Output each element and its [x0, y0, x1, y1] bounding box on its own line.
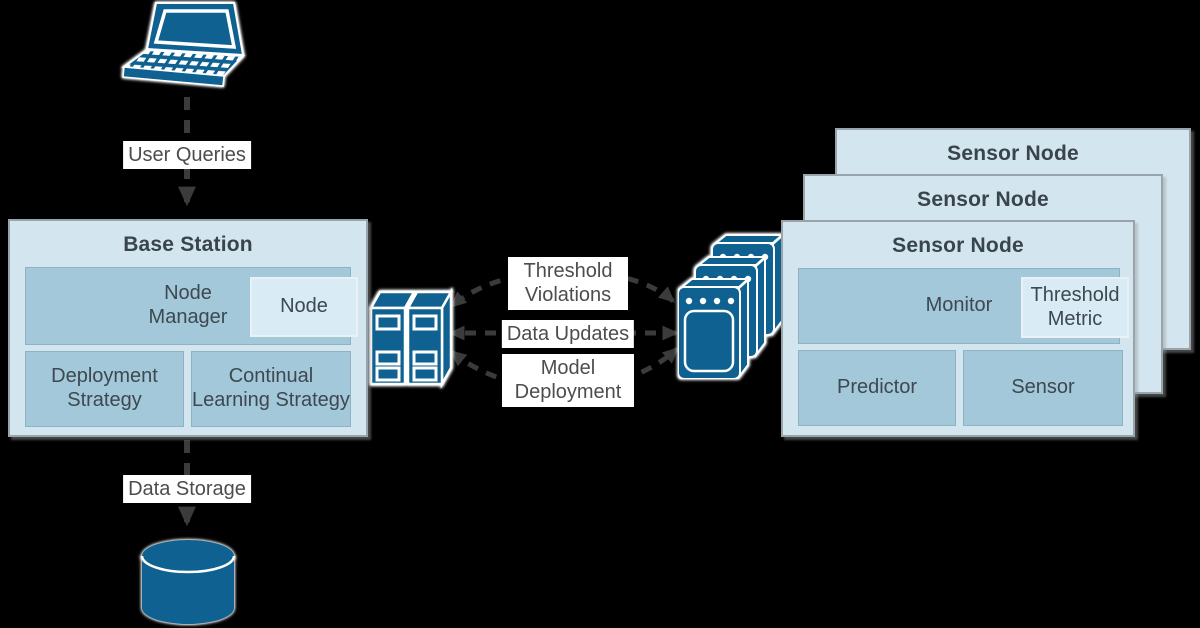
sensor-node-front-title: Sensor Node — [892, 234, 1024, 257]
sensor-label: Sensor — [1011, 376, 1075, 399]
monitor-box: Monitor Threshold Metric — [798, 268, 1129, 344]
server-rack-icon — [368, 287, 454, 389]
deployment-strategy-box: Deployment Strategy — [25, 351, 184, 427]
deployment-strategy-label: Deployment Strategy — [51, 365, 158, 411]
predictor-box: Predictor — [798, 350, 956, 426]
sensor-box: Sensor — [963, 350, 1123, 426]
threshold-metric-label: Threshold Metric — [1030, 283, 1120, 330]
monitor-label: Monitor — [925, 294, 993, 317]
threshold-violations-label: Threshold Violations — [508, 257, 628, 310]
predictor-label: Predictor — [836, 376, 918, 399]
data-storage-label: Data Storage — [123, 475, 251, 504]
continual-learning-strategy-box: Continual Learning Strategy — [191, 351, 351, 427]
threshold-metric-box: Threshold Metric — [1021, 277, 1129, 338]
node-manager-label: Node Manager — [148, 282, 228, 328]
sensor-node-panel-front: Sensor Node Monitor Threshold Metric Pre… — [781, 220, 1135, 437]
laptop-icon — [121, 2, 246, 87]
sensor-node-middle-title: Sensor Node — [917, 188, 1049, 211]
data-updates-label: Data Updates — [501, 320, 635, 349]
mobile-devices-icon — [678, 233, 784, 379]
node-manager-box: Node Manager Node — [25, 267, 358, 345]
user-queries-label: User Queries — [123, 141, 251, 170]
database-icon — [140, 540, 236, 624]
continual-learning-strategy-label: Continual Learning Strategy — [192, 365, 350, 411]
threshold-violations-arrow — [449, 268, 676, 308]
base-station-title: Base Station — [123, 233, 253, 256]
model-deployment-label: Model Deployment — [502, 354, 634, 407]
base-station-panel: Base Station Node Manager Node Deploymen… — [8, 219, 368, 437]
node-label: Node — [280, 295, 328, 318]
node-box: Node — [250, 277, 358, 337]
sensor-node-back-title: Sensor Node — [947, 142, 1079, 165]
